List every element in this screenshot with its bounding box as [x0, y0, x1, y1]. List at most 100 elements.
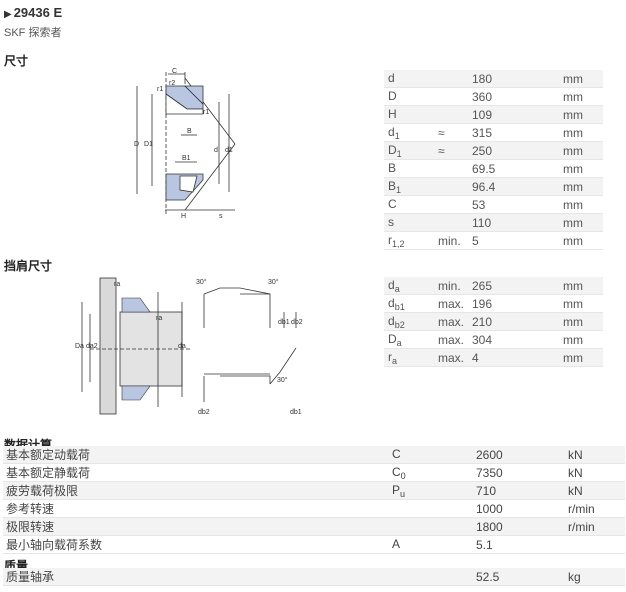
value-text: 5 [472, 233, 479, 248]
value: 1800 [476, 517, 568, 536]
value: 196 [472, 294, 563, 313]
symbol: Pu [392, 481, 476, 500]
unit-text: r/min [568, 501, 595, 516]
label-d1: d1 [225, 147, 233, 154]
unit: mm [563, 105, 603, 124]
symbol [392, 568, 476, 586]
qualifier: min. [438, 231, 472, 250]
symbol: H [384, 105, 438, 124]
unit: mm [563, 277, 603, 295]
value: 7350 [476, 463, 568, 482]
unit-text: r/min [568, 519, 595, 534]
value-text: 360 [472, 89, 493, 104]
qualifier: max. [438, 312, 472, 331]
symbol: r1,2 [384, 231, 438, 250]
qualifier: ≈ [438, 123, 472, 142]
symbol-subscript: a [396, 337, 402, 348]
symbol-subscript: b2 [394, 319, 405, 330]
unit-text: mm [563, 233, 583, 248]
name: 基本额定静载荷 [3, 463, 392, 482]
value-text: 52.5 [476, 569, 500, 584]
qualifier [438, 105, 472, 124]
symbol-subscript: u [400, 488, 406, 499]
unit-text: mm [563, 296, 583, 311]
qualifier-text: min. [438, 233, 461, 248]
qualifier-text: min. [438, 278, 461, 293]
table-row: d1≈315 mm [384, 123, 603, 142]
label-B1: B1 [182, 155, 191, 162]
symbol-text: P [392, 482, 401, 497]
abut-label-db2-top: db2 [291, 319, 303, 326]
symbol-subscript: a [392, 355, 398, 366]
unit: mm [563, 123, 603, 142]
symbol: ra [384, 348, 438, 367]
label-D1: D1 [144, 141, 153, 148]
unit-text: mm [563, 314, 583, 329]
unit-text: mm [563, 179, 583, 194]
qualifier: max. [438, 294, 472, 313]
unit: kN [568, 481, 625, 500]
value-text: 110 [472, 215, 492, 230]
name: 极限转速 [3, 517, 392, 536]
qualifier [438, 195, 472, 214]
symbol: B1 [384, 177, 438, 196]
abut-label-angle-bottom: 30° [277, 376, 288, 384]
unit: mm [563, 87, 603, 106]
qualifier [438, 159, 472, 178]
symbol-subscript: b1 [394, 301, 405, 312]
symbol-subscript: a [394, 283, 400, 294]
symbol-text: H [388, 106, 397, 121]
symbol-text: C [392, 464, 401, 479]
label-B: B [187, 128, 192, 135]
unit-text: mm [563, 197, 583, 212]
symbol: C [384, 195, 438, 214]
symbol: da [384, 277, 438, 295]
symbol-text: d [388, 70, 395, 85]
section-abutment: 挡肩尺寸 [4, 259, 53, 273]
unit: mm [563, 70, 603, 88]
unit: kN [568, 446, 625, 464]
unit-text: mm [563, 350, 583, 365]
value-text: 1000 [476, 501, 503, 516]
name: 质量轴承 [3, 568, 392, 586]
subtitle: SKF 探索者 [4, 27, 62, 39]
name: 疲劳载荷极限 [3, 481, 392, 500]
unit-text: kN [568, 465, 583, 480]
abut-label-db2-bottom: db2 [198, 409, 210, 416]
value-text: 96.4 [472, 179, 496, 194]
unit-text: mm [563, 71, 583, 86]
unit: mm [563, 294, 603, 313]
value-text: 5.1 [476, 537, 493, 552]
triangle-right-icon: ▶ [4, 9, 12, 20]
unit: mm [563, 231, 603, 250]
symbol-text: C [388, 196, 397, 211]
symbol: A [392, 535, 476, 554]
section-dimensions: 尺寸 [4, 54, 29, 68]
value-text: 315 [472, 125, 493, 140]
symbol [392, 517, 476, 536]
symbol: d1 [384, 123, 438, 142]
value: 210 [472, 312, 563, 331]
symbol: db1 [384, 294, 438, 313]
symbol-text: D [388, 88, 397, 103]
name-text: 基本额定动载荷 [6, 448, 91, 462]
value: 265 [472, 277, 563, 295]
label-r1-left: r1 [157, 86, 163, 93]
label-C: C [172, 68, 177, 75]
value-text: 196 [472, 296, 493, 311]
value-text: 710 [476, 483, 497, 498]
